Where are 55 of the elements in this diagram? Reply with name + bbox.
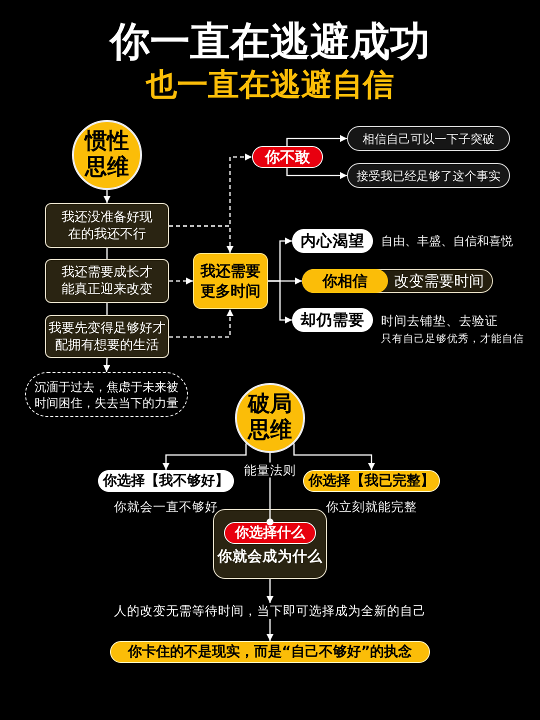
side-note: 你就会一直不够好 [113,499,219,515]
arrow [162,443,247,470]
node-text: 改变需要时间 [393,272,485,290]
arrow [293,443,375,470]
node-text: 我还需要更多时间 [200,261,262,301]
tag-pill [302,269,388,293]
side-note: 时间去铺垫、去验证 [381,313,498,329]
statement-box [45,203,169,248]
node-text: 你相信 [322,272,368,290]
node-text: 我还需要成长才能真正迎来改变 [60,264,154,298]
highlight-box [193,253,268,309]
statement-pill [347,126,510,151]
side-note: 你立刻就能完整 [325,499,418,515]
arrow [286,135,347,146]
node-text: 你选择【我不够好】 [103,472,229,490]
tag-pill [292,308,373,332]
arrow [266,619,274,641]
arrow [268,280,292,324]
node-text: 我还没准备好现在的我还不行 [60,208,154,242]
dashed-arrow [169,309,234,338]
conclusion-pill [110,641,430,663]
tag-pill [224,522,316,544]
node-text: 你卡住的不是现实，而是“自己不够好”的执念 [128,644,412,660]
subtitle: 也一直在逃避自信 [144,66,395,104]
node-text: 破局思维 [246,392,293,444]
node-text: 你选择什么 [235,524,305,542]
node-text: 你就会成为什么 [218,548,322,566]
arrow [103,358,110,372]
node-text: 接受我已经足够了这个事实 [356,168,500,184]
choice-pill [303,470,440,492]
node-text: 你不敢 [265,148,310,166]
node-text: 惯性思维 [83,129,130,181]
title: 你一直在逃避成功 [108,18,431,66]
choice-pill [98,470,234,492]
node-text: 你选择【我已完整】 [308,472,434,490]
note-text: 人的改变无需等待时间，当下即可选择成为全新的自己 [110,603,430,619]
node-text: 沉湎于过去，焦虑于未来被时间困住，失去当下的力量 [34,378,180,410]
tag-pill [252,146,323,168]
arrow [266,579,274,603]
arrow [286,168,347,179]
side-note: 只有自己足够优秀，才能自信 [381,332,524,346]
connector-line [106,248,108,259]
side-note: 自由、丰盛、自信和喜悦 [381,233,513,249]
dashed-arrow [169,225,234,253]
connector-line [106,303,108,315]
node-text: 却仍需要 [300,311,364,329]
node-text: 内心渴望 [300,232,364,250]
statement-pill [302,269,493,293]
node-text: 我要先变得足够好才配拥有想要的生活 [48,320,166,354]
tag-pill [292,229,373,253]
statement-box [45,259,169,303]
node-text: 相信自己可以一下子突破 [362,130,494,146]
statement-pill [347,163,510,188]
arrow [104,190,110,203]
dashed-arrow [169,278,193,284]
